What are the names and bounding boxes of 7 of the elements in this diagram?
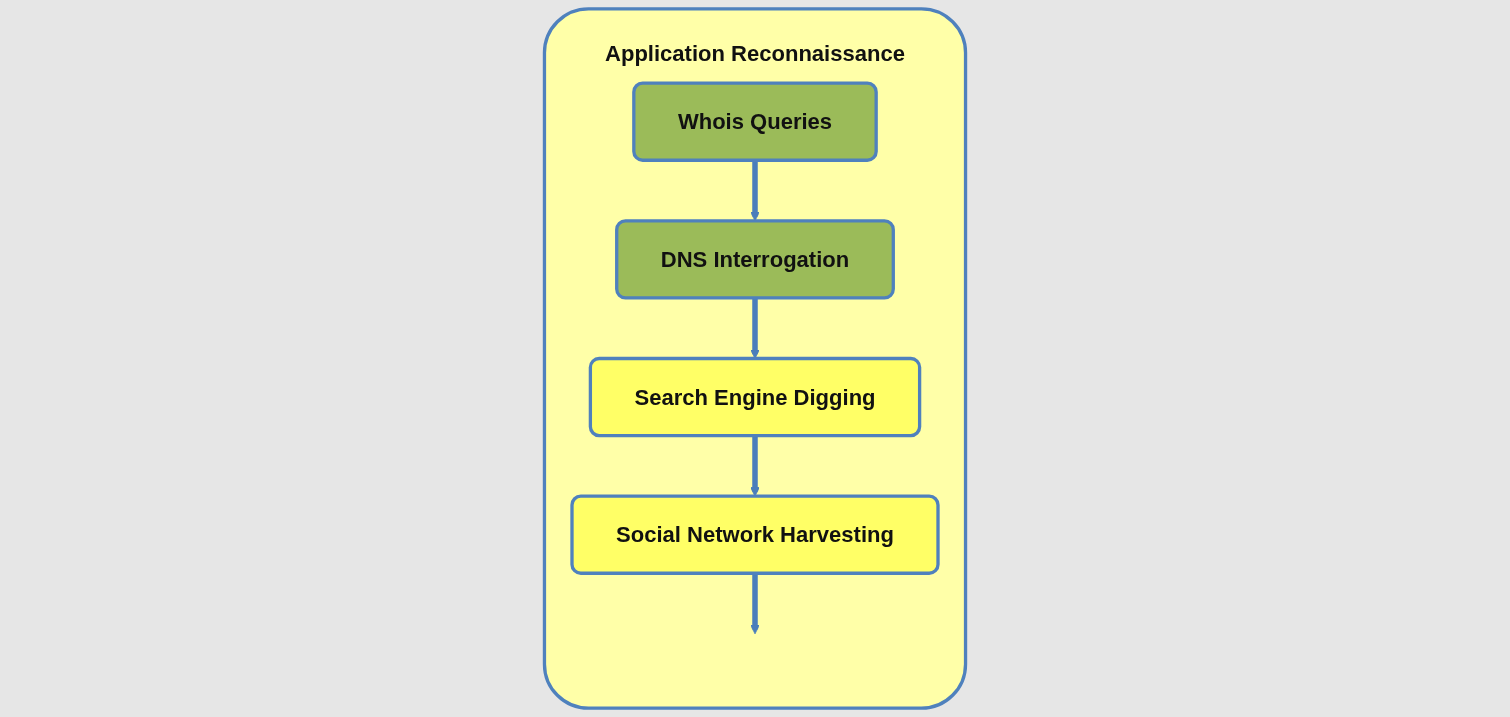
node-box: Search Engine Digging <box>588 356 922 438</box>
arrow <box>750 435 760 497</box>
node-box: Social Network Harvesting <box>570 494 940 575</box>
arrow <box>750 573 760 635</box>
arrow <box>750 297 760 359</box>
node-box: DNS Interrogation <box>615 219 895 300</box>
node-box: Whois Queries <box>632 81 878 162</box>
